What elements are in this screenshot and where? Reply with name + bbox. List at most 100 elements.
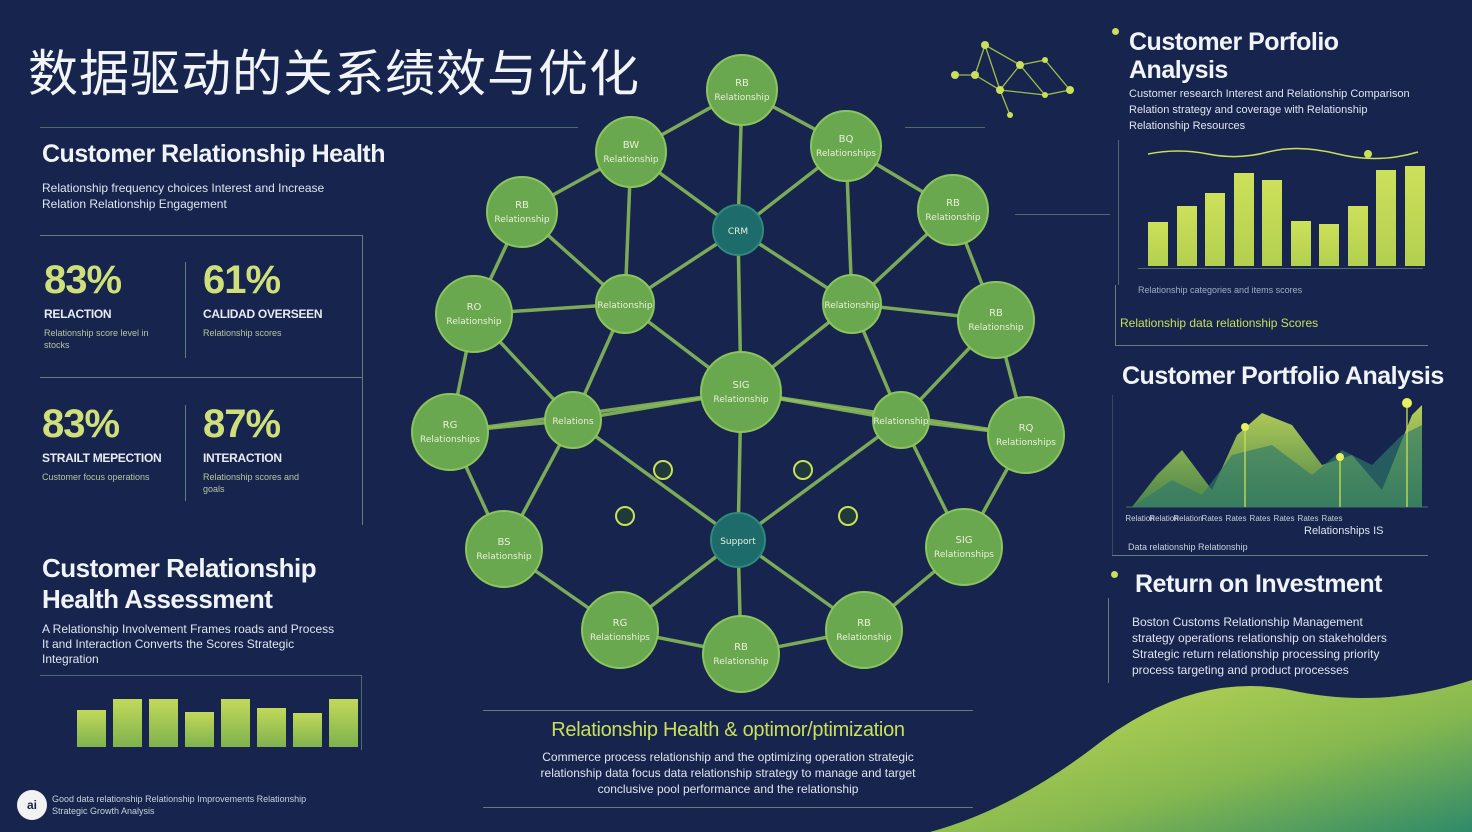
network-node-label: RB (946, 198, 960, 209)
network-node-label: RG (443, 420, 458, 431)
assessment-title: Customer Relationship Health Assessment (42, 553, 317, 615)
area-chart-label: Relation (1149, 514, 1178, 523)
network-node-label: BS (497, 537, 510, 548)
network-node: RB Relationship (706, 54, 778, 126)
network-node: Relations (544, 391, 602, 449)
network-node-label: Relationship (714, 93, 770, 103)
kpi-label: CALIDAD OVERSEEN (203, 307, 323, 321)
connector-line (905, 127, 985, 128)
bottom-text-line: Commerce process relationship and the op… (542, 750, 914, 764)
roi-text-line: Strategic return relationship processing… (1132, 647, 1380, 661)
network-node-circle (465, 510, 543, 588)
kpi-frame-divider (40, 377, 363, 378)
area-chart-label: Relation (1173, 514, 1202, 523)
area-chart-label: Rates (1274, 514, 1295, 523)
kpi-note: Relationship scores (203, 328, 282, 338)
kpi-divider-top (185, 262, 186, 358)
network-node-label: RB (515, 200, 529, 211)
network-node-circle (595, 274, 655, 334)
bar (149, 699, 178, 747)
chart-baseline (1138, 268, 1423, 269)
network-node-circle (825, 591, 903, 669)
network-node-label: Relationships (420, 435, 480, 445)
network-node-label: Relationship (446, 317, 502, 327)
connector-line (40, 127, 578, 128)
network-node-label: RB (989, 308, 1003, 319)
kpi-divider-bottom (185, 405, 186, 501)
network-node-circle (700, 351, 782, 433)
network-node-label: Relationships (934, 550, 994, 560)
kpi-label: RELACTION (44, 307, 112, 321)
kpi-frame-right (362, 235, 363, 525)
portfolio-top-title-line2: Analysis (1129, 56, 1228, 84)
bar (293, 713, 322, 747)
section-divider (1112, 555, 1428, 556)
network-node-circle (810, 110, 882, 182)
bar (1148, 222, 1168, 266)
network-node-label: Relationship (494, 215, 550, 225)
network-node-circle (957, 281, 1035, 359)
network-node-circle (712, 204, 764, 256)
network-junction (838, 506, 858, 526)
network-node-label: RB (735, 78, 749, 89)
bar (257, 708, 286, 747)
assessment-title-line1: Customer Relationship (42, 553, 317, 583)
area-chart-label: Rates (1202, 514, 1223, 523)
health-subtitle: Relationship frequency choices Interest … (42, 181, 325, 211)
bar (1176, 206, 1197, 266)
network-node-label: SIG (955, 535, 972, 546)
section-divider (1115, 345, 1428, 346)
network-node-label: BW (623, 140, 640, 151)
bottom-text: Commerce process relationship and the op… (483, 749, 973, 797)
roi-text-line: process targeting and product processes (1132, 663, 1349, 677)
network-node-label: Support (720, 537, 756, 547)
portfolio-top-text: Customer research Interest and Relations… (1129, 88, 1410, 132)
footer-logo: ai (17, 790, 47, 820)
kpi-card: 83% RELACTION Relationship score level i… (44, 258, 164, 351)
network-node-label: Relationship (836, 633, 892, 643)
network-node: RB Relationship (825, 591, 903, 669)
area-chart-label: Rates (1250, 514, 1271, 523)
portfolio-top-title-line1: Customer Porfolio (1129, 28, 1339, 56)
kpi-label: STRAILT MEPECTION (42, 451, 162, 465)
network-node-circle (822, 274, 882, 334)
network-node-circle (987, 396, 1065, 474)
network-node-circle (435, 275, 513, 353)
network-node-label: Relationship (824, 301, 880, 311)
network-node-circle (872, 391, 930, 449)
network-node-circle (581, 591, 659, 669)
page-title: 数据驱动的关系绩效与优化 (28, 45, 640, 103)
bar (1262, 180, 1282, 266)
network-node-label: Relations (552, 417, 594, 427)
kpi-value: 83% (44, 258, 122, 302)
network-node-circle (595, 116, 667, 188)
relationship-network-diagram: RBRelationshipBWRelationshipBQRelationsh… (411, 54, 1065, 693)
network-node: RB Relationship (957, 281, 1035, 359)
bar (1376, 170, 1396, 266)
network-node-label: Relationships (996, 438, 1056, 448)
bar (1290, 221, 1311, 266)
roi-text-line: Boston Customs Relationship Management (1132, 615, 1363, 629)
network-node-label: Relationship (968, 323, 1024, 333)
area-chart-label: Rates (1226, 514, 1247, 523)
network-nodes: RBRelationshipBWRelationshipBQRelationsh… (411, 54, 1065, 693)
network-node-label: RB (857, 618, 871, 629)
bar (1233, 173, 1254, 266)
chart-right-border (361, 675, 362, 750)
network-node-circle (925, 508, 1003, 586)
network-node-label: Relationship (476, 552, 532, 562)
bullet-dot (1111, 571, 1118, 578)
bar (1404, 166, 1425, 266)
bar (1205, 193, 1225, 266)
trend-line (1147, 147, 1419, 160)
connector-line (1015, 214, 1110, 215)
portfolio-top-caption: Relationship data relationship Scores (1120, 316, 1319, 330)
bar (185, 712, 214, 747)
portfolio-main-caption: Data relationship Relationship (1128, 542, 1248, 552)
